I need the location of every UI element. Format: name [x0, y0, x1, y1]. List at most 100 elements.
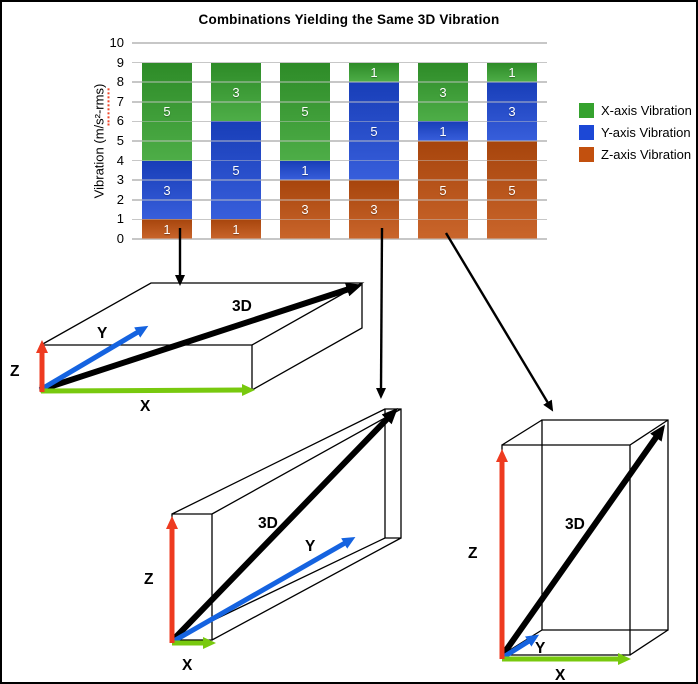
diagram-medium-box: Z Y X 3D: [144, 407, 402, 674]
gridline-overlay: [132, 179, 547, 181]
gridline-overlay: [132, 61, 547, 64]
vector-y-arrow: [170, 537, 356, 645]
bar-segment-x-combo-2: 3: [211, 62, 261, 122]
bar-segment-value: 1: [301, 162, 309, 178]
vector-y-arrow: [38, 325, 149, 393]
box-wireframe: [501, 419, 669, 656]
vector-3d-arrow: [169, 407, 398, 644]
bar-segment-value: 3: [439, 84, 447, 100]
gridline: [132, 159, 547, 162]
gridline: [132, 218, 547, 221]
bar-segment-z-combo-1: 1: [142, 219, 192, 239]
bar-segment-value: 1: [439, 123, 447, 139]
gridline: [132, 179, 547, 181]
legend-item-y: Y-axis Vibration: [579, 124, 692, 140]
bar-segment-y-combo-1: 3: [142, 160, 192, 220]
z-axis-letter: Z: [10, 363, 20, 380]
bar-segment-y-combo-6: 3: [487, 82, 537, 141]
y-tick-label: 7: [116, 93, 124, 109]
box-wireframe: [171, 408, 402, 641]
y-tick-label: 2: [116, 191, 124, 207]
bar-segment-value: 1: [508, 64, 516, 80]
bar-segment-value: 5: [163, 104, 171, 120]
y-tick-label: 5: [116, 133, 124, 148]
y-axis-letter: Y: [305, 538, 316, 555]
y-axis-letter: Y: [535, 640, 546, 657]
y-tick-label: 4: [116, 152, 124, 168]
z-axis-letter: Z: [468, 545, 478, 562]
bar-segment-x-combo-4: 1: [349, 62, 399, 83]
bar-segment-value: 3: [370, 202, 378, 218]
gridline: [132, 140, 547, 142]
vector-x-arrow: [40, 384, 255, 397]
bar-segment-value: 3: [232, 84, 240, 100]
legend-swatch: [579, 146, 594, 162]
legend-label: Y-axis Vibration: [601, 124, 691, 140]
gridline-overlay: [132, 81, 547, 83]
bar-segment-value: 3: [163, 182, 171, 198]
bar-combo-4: 3 5 1: [349, 62, 399, 239]
gridline-overlay: [132, 199, 547, 201]
legend-swatch: [579, 124, 594, 140]
bar-segment-z-combo-3: 3: [280, 180, 330, 239]
bar-combo-3: 3 1 5: [280, 62, 330, 239]
y-tick-label: 9: [116, 54, 124, 70]
bar-combo-2: 1 5 3: [211, 62, 261, 239]
legend-swatch: [579, 102, 594, 118]
legend-item-z: Z-axis Vibration: [579, 146, 692, 162]
bar-segment-value: 5: [439, 182, 447, 198]
y-tick-label: 0: [116, 231, 124, 246]
bar-segment-value: 1: [232, 221, 240, 237]
gridline: [132, 199, 547, 201]
bar-segment-x-combo-5: 3: [418, 62, 468, 122]
bar-segment-value: 1: [163, 221, 171, 237]
y-tick-label: 6: [116, 113, 124, 129]
x-axis-letter: X: [140, 398, 151, 415]
bar-segment-z-combo-4: 3: [349, 180, 399, 239]
bar-combo-5: 5 1 3: [418, 62, 468, 239]
diagram-flat-box: Z Y X 3D: [10, 282, 365, 415]
gridline: [132, 42, 547, 44]
bar-segment-value: 1: [370, 64, 378, 80]
bar-segment-z-combo-2: 1: [211, 219, 261, 239]
gridline-overlay: [132, 238, 547, 240]
y-axis-letter: Y: [97, 325, 108, 342]
bar-segment-x-combo-1: 5: [142, 62, 192, 161]
bar-segment-value: 5: [301, 104, 309, 120]
vector-y-arrow: [500, 634, 540, 661]
y-tick-label: 8: [116, 74, 124, 90]
y-tick-label: 1: [116, 211, 124, 227]
gridline-overlay: [132, 159, 547, 162]
bar-combo-1: 1 3 5: [142, 62, 192, 239]
threed-letter: 3D: [258, 515, 278, 532]
bar-segment-value: 5: [232, 162, 240, 178]
vector-3d-arrow: [499, 424, 666, 658]
gridline-overlay: [132, 101, 547, 103]
gridline: [132, 101, 547, 103]
bar-segment-x-combo-3: 5: [280, 62, 330, 161]
x-axis-letter: X: [182, 657, 193, 674]
legend-item-x: X-axis Vibration: [579, 102, 692, 118]
gridline-overlay: [132, 140, 547, 142]
chart-title: Combinations Yielding the Same 3D Vibrat…: [198, 12, 500, 27]
threed-letter: 3D: [232, 298, 252, 315]
x-axis-letter: X: [555, 667, 566, 684]
bar-segment-y-combo-4: 5: [349, 82, 399, 181]
bar-segment-x-combo-6: 1: [487, 62, 537, 83]
gridline: [132, 61, 547, 64]
bar-segment-value: 3: [508, 104, 516, 120]
y-tick-label: 10: [109, 35, 124, 50]
box-wireframe: [39, 282, 365, 391]
legend-label: X-axis Vibration: [601, 102, 692, 118]
gridline-overlay: [132, 120, 547, 123]
connector-arrow-bar5-to-tall-box: [444, 232, 554, 412]
connector-arrow-bar4-to-medium-box: [376, 227, 387, 399]
gridline-overlay: [132, 42, 547, 44]
y-tick-label: 3: [116, 172, 124, 188]
gridline: [132, 81, 547, 83]
gridline-overlay: [132, 218, 547, 221]
